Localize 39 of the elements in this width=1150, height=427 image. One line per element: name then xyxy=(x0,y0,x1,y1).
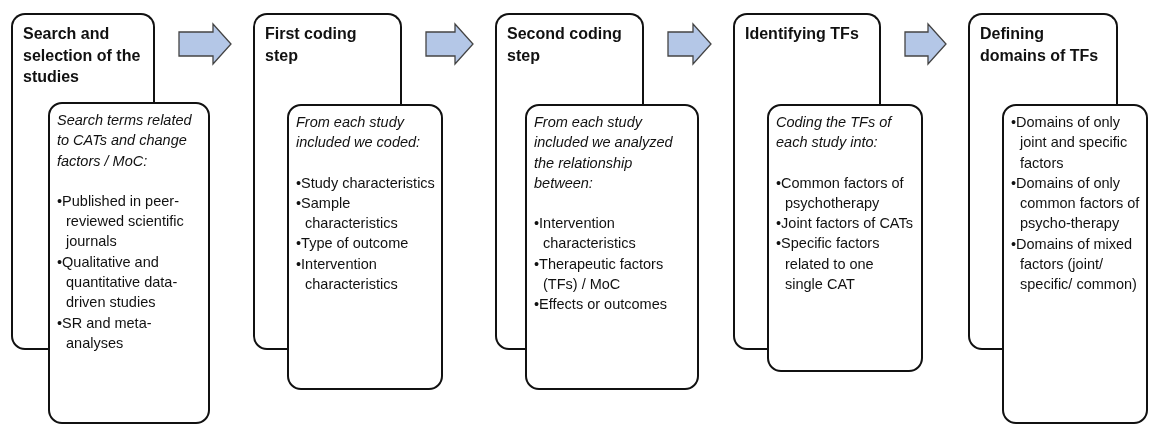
block-arrow xyxy=(178,22,232,66)
bullet-item: •Sample characteristics xyxy=(296,193,399,234)
step-box xyxy=(11,13,155,102)
step-heading: First coding step xyxy=(265,24,358,66)
detail-card xyxy=(1002,104,1148,424)
step-heading: Identifying TFs xyxy=(745,24,860,44)
bullet-item: •Intervention characteristics xyxy=(534,214,637,254)
step-heading: Second coding step xyxy=(507,24,623,66)
bullet-item: •Effects or outcomes xyxy=(534,295,668,315)
bullet-item: •Domains of mixed factors (joint/ specific/ common) xyxy=(1011,234,1138,295)
card-intro: Coding the TFs of each study into: xyxy=(776,113,894,153)
detail-card xyxy=(287,104,443,390)
card-intro: From each study included we coded: xyxy=(296,113,422,153)
bullet-item: •SR and meta-analyses xyxy=(57,313,153,353)
step-heading: Search and selection of the studies xyxy=(23,24,142,88)
bullet-item: •Specific factors related to one single CAT xyxy=(776,234,881,295)
bullet-item: •Therapeutic factors (TFs) / MoC xyxy=(534,254,665,295)
step-heading: Defining domains of TFs xyxy=(980,24,1100,66)
bullet-item: •Common factors of psychotherapy xyxy=(776,173,905,213)
block-arrow xyxy=(904,22,947,66)
bullet-item: •Joint factors of CATs xyxy=(776,214,914,234)
bullet-item: •Qualitative and quantitative data-driven studies xyxy=(57,252,179,313)
bullet-item: •Domains of only common factors of psycho-therapy xyxy=(1011,173,1140,234)
block-arrow xyxy=(667,22,712,66)
detail-card xyxy=(525,104,699,390)
step-box xyxy=(253,13,402,104)
bullet-item: •Domains of only joint and specific factors xyxy=(1011,113,1129,173)
bullet-item: •Type of outcome xyxy=(296,234,410,254)
card-intro: Search terms related to CATs and change factors / MoC: xyxy=(57,111,193,171)
bullet-item: •Published in peer-reviewed scientific journals xyxy=(57,191,185,252)
step-box xyxy=(495,13,644,104)
detail-card xyxy=(48,102,210,424)
block-arrow xyxy=(425,22,474,66)
step-box xyxy=(733,13,881,104)
detail-card xyxy=(767,104,923,372)
bullet-item: •Study characteristics xyxy=(296,173,435,193)
bullet-item: •Intervention characteristics xyxy=(296,254,399,295)
card-intro: From each study included we analyzed the relationship between: xyxy=(534,113,674,193)
step-box xyxy=(968,13,1118,104)
